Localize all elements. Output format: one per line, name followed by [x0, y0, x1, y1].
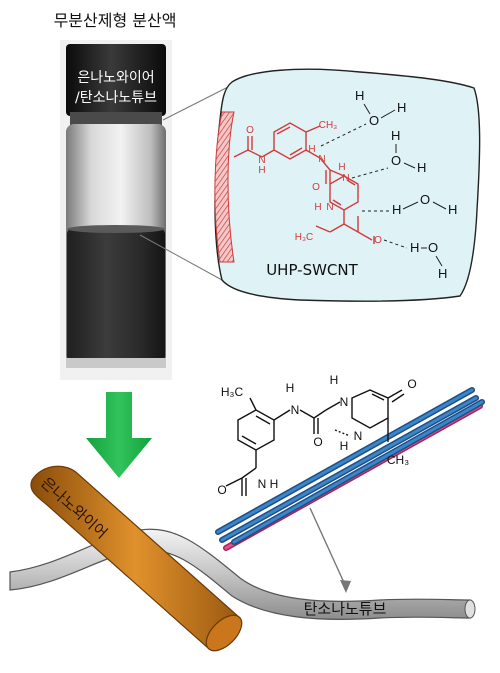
vial-cap [66, 44, 166, 116]
ligand-structure [233, 122, 375, 244]
bound-o-bottom: O [217, 483, 226, 497]
atom-n-amide: N [258, 155, 265, 166]
nanotube-bundle [215, 387, 485, 551]
vial-label-line2: /탄소나노튜브 [75, 90, 157, 106]
water2-h-top: H [391, 128, 400, 143]
zoom-line-lower [139, 234, 223, 281]
atom-n-ring: N [326, 202, 333, 213]
water1-h-right: H [397, 100, 406, 115]
atom-h-urea2: H [338, 162, 345, 173]
water3-h-left: H [392, 202, 401, 217]
water3-o: O [420, 192, 430, 207]
water2-h-right: H [417, 160, 426, 175]
bound-n-urea: N [340, 395, 349, 409]
bound-n-ring: N [354, 429, 363, 443]
vial-label-line1: 은나노와이어 [77, 70, 154, 86]
vial-meniscus [67, 225, 165, 233]
bound-ch3-bottom: CH₃ [387, 453, 409, 467]
title: 무분산제형 분산액 [54, 11, 177, 30]
atom-o-ring: O [374, 235, 382, 246]
bound-h-ring: H [340, 439, 349, 453]
bound-ch3-left: H₃C [221, 385, 244, 399]
silver-nanowire-end [205, 614, 243, 652]
pointer-line [309, 507, 347, 588]
process-arrow [86, 392, 152, 478]
carbon-nanotube-end [464, 599, 476, 619]
atom-n-urea2: N [342, 173, 349, 184]
water4-h-left: H [410, 240, 419, 255]
water4-o: O [428, 240, 438, 255]
vial-liquid [67, 228, 165, 362]
water4-h-bottom: H [438, 266, 447, 281]
atom-n-urea1: N [318, 154, 325, 165]
bound-o-ring: O [407, 377, 416, 391]
molecule-bubble: N H O N H O N H N H O CH₃ H₃C H O H H O … [214, 68, 481, 302]
water2-o: O [391, 153, 401, 168]
zoom-line-upper [162, 84, 233, 121]
carbon-nanotube-label: 탄소나노튜브 [304, 600, 387, 618]
water3-h-right: H [448, 202, 457, 217]
bound-ligand-structure [225, 389, 405, 496]
atom-h-amide: H [258, 165, 265, 176]
bound-h-amide: H [286, 381, 295, 395]
bound-h-bottom: H [270, 477, 279, 491]
bubble-label: UHP-SWCNT [266, 261, 358, 279]
water-molecules: H O H H O H H O H H O H [320, 88, 457, 281]
bound-h-urea: H [330, 373, 339, 387]
atom-o-carbonyl: O [246, 125, 254, 136]
pointer-arrowhead [340, 580, 351, 593]
atom-h-urea1: H [308, 144, 315, 155]
nanotube-segment [214, 111, 235, 263]
vial-neck [70, 112, 162, 126]
atom-o-urea: O [312, 182, 320, 193]
ch3-upper: CH₃ [319, 120, 338, 131]
ch3-lower: H₃C [295, 232, 314, 243]
water1-o: O [369, 113, 379, 128]
vial-base [66, 358, 166, 368]
vial: 은나노와이어 /탄소나노튜브 [60, 40, 172, 380]
bound-n-amide: N [291, 403, 300, 417]
bound-n-bottom: N [258, 477, 267, 491]
bound-o-urea: O [313, 435, 322, 449]
atom-h-ring: H [314, 202, 321, 213]
water1-h-top: H [355, 88, 364, 103]
